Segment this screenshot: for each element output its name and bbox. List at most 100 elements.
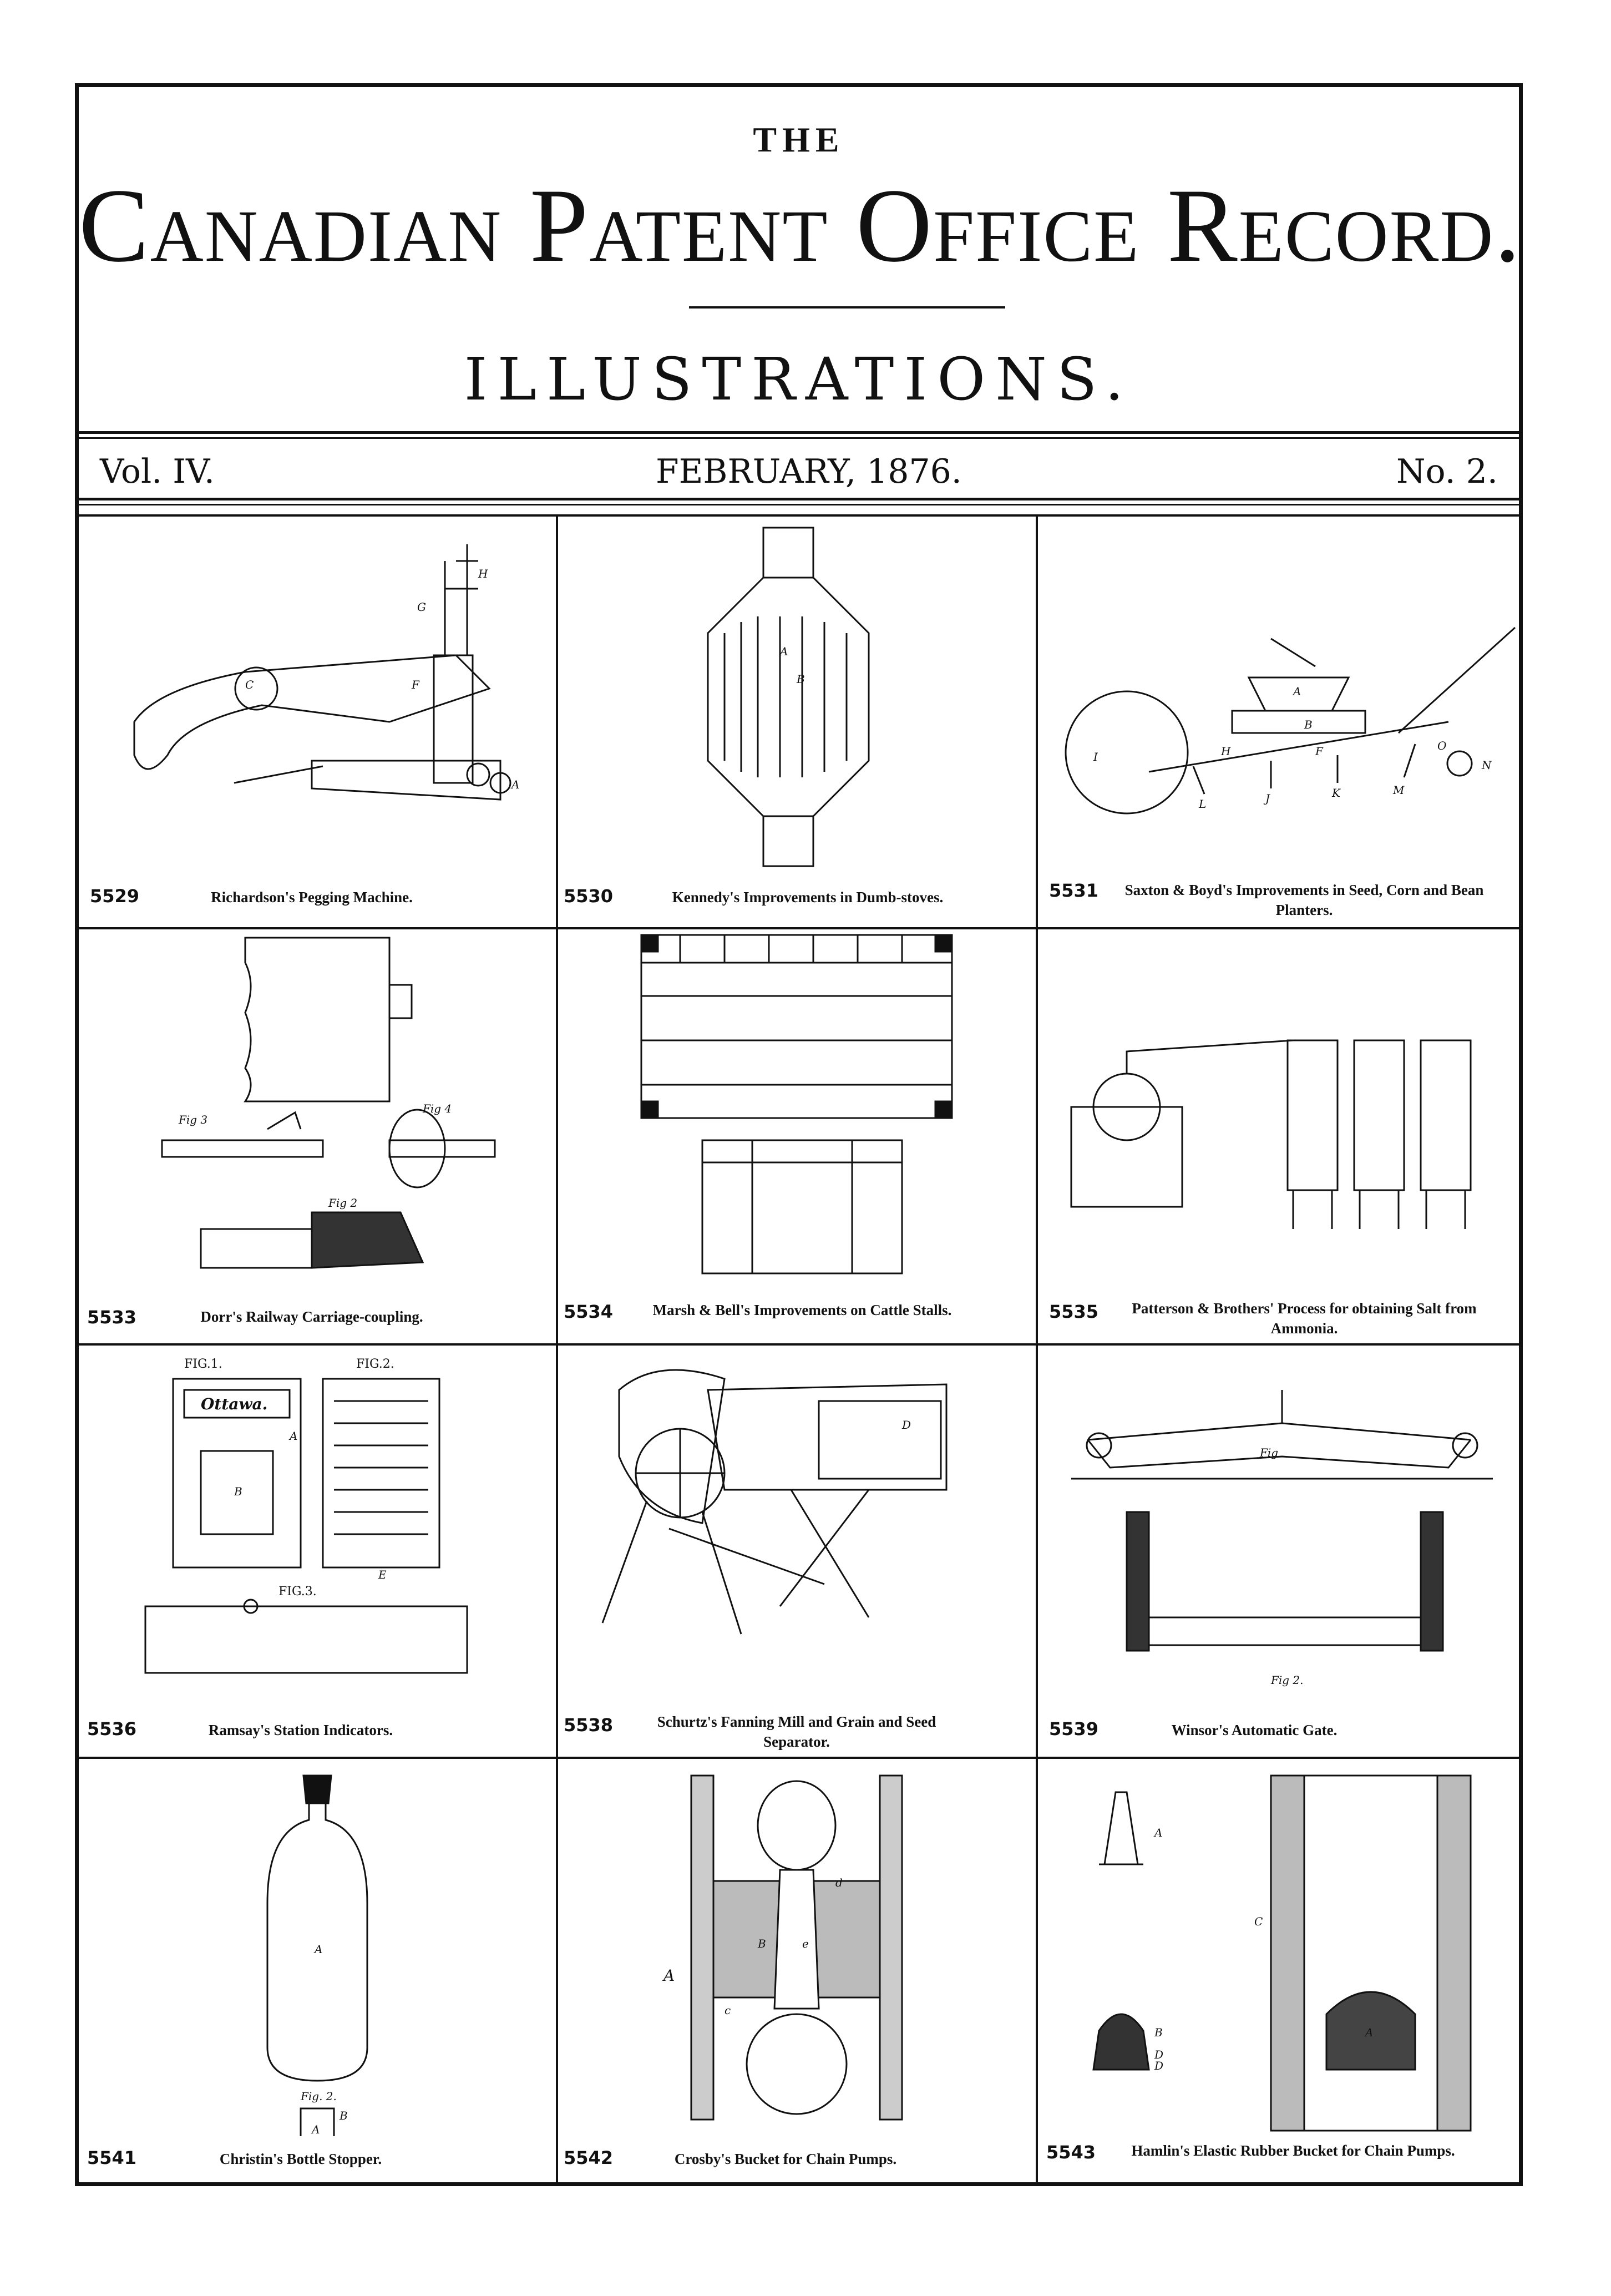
drawing-label: B: [339, 2109, 348, 2122]
drawing-label: A: [1153, 1826, 1162, 1839]
drawing-label: Fig 2.: [1270, 1673, 1304, 1687]
illustration-cell: Fig Fig 2. 5539 Winsor's Automatic Gate.: [1038, 1346, 1519, 1757]
illustration-caption: Patterson & Brothers' Process for obtain…: [1132, 1300, 1477, 1337]
illustration-cell: A C B D D A 5543 Hamlin's Elastic Rubber…: [1038, 1759, 1519, 2184]
illustration-caption: Saxton & Boyd's Improvements in Seed, Co…: [1124, 882, 1484, 919]
volume-label: Vol. IV.: [100, 452, 215, 491]
drawing-label: B: [1304, 718, 1313, 731]
patent-number: 5534: [564, 1301, 614, 1322]
carriage-coupling-drawing: Fig 3 Fig 4 Fig 2: [161, 937, 496, 1269]
column-divider: [556, 517, 558, 2182]
drawing-label: A: [510, 778, 519, 791]
fanning-mill-drawing: D: [601, 1369, 948, 1635]
drawing-label: A: [1364, 2026, 1373, 2039]
drawing-label: FIG.1.: [184, 1357, 222, 1371]
automatic-gate-drawing: Fig Fig 2.: [1071, 1390, 1493, 1687]
drawing-label: Fig. 2.: [300, 2090, 337, 2103]
issue-number: No. 2.: [1396, 452, 1498, 491]
drawing-label: D: [901, 1418, 911, 1432]
illustration-cell: 5535 Patterson & Brothers' Process for o…: [1038, 929, 1519, 1343]
chain-pump-bucket-drawing: B e d A c: [662, 1774, 903, 2121]
drawing-label: C: [245, 678, 254, 691]
illustration-caption: Kennedy's Improvements in Dumb-stoves.: [672, 889, 944, 906]
row-divider: [79, 927, 1519, 929]
drawing-label: I: [1093, 750, 1098, 763]
drawing-label: e: [802, 1937, 809, 1950]
drawing-label: D: [1154, 2048, 1163, 2061]
column-divider: [1036, 517, 1038, 2182]
drawing-label: A: [662, 1966, 675, 1985]
illustration-caption: Ramsay's Station Indicators.: [208, 1722, 393, 1738]
drawing-label: O: [1437, 739, 1446, 752]
pegging-machine-drawing: H G F C A: [133, 544, 519, 801]
bottle-stopper-drawing: A Fig. 2. B A: [266, 1774, 368, 2136]
drawing-label: D: [1154, 2059, 1163, 2072]
patent-number: 5542: [564, 2147, 614, 2168]
drawing-label: E: [378, 1568, 387, 1581]
drawing-label: Fig 2: [328, 1196, 357, 1210]
masthead-the: THE: [753, 120, 845, 159]
row-divider: [79, 1757, 1519, 1759]
drawing-label: A: [288, 1429, 297, 1443]
illustration-cell: Fig 3 Fig 4 Fig 2 5533 Dorr's Railway Ca…: [79, 929, 556, 1343]
drawing-label: B: [234, 1485, 242, 1498]
illustration-cell: H G F C A 5529 Richardson's Pegging Mach…: [79, 517, 556, 927]
drawing-label: B: [796, 672, 805, 686]
drawing-label: M: [1392, 783, 1405, 797]
masthead-rule: [689, 306, 1005, 309]
masthead-subtitle: ILLUSTRATIONS.: [464, 345, 1134, 413]
patent-number: 5531: [1049, 880, 1099, 901]
illustration-caption: Dorr's Railway Carriage-coupling.: [200, 1308, 423, 1325]
drawing-label: A: [779, 645, 788, 658]
illustration-cell: 5534 Marsh & Bell's Improvements on Catt…: [558, 929, 1036, 1343]
patent-number: 5533: [87, 1307, 137, 1328]
station-indicator-drawing: FIG.1. FIG.2. FIG.3. Ottawa. A B E: [144, 1357, 468, 1674]
seed-planter-drawing: A B I H F L J K M O N: [1065, 626, 1516, 815]
drawing-label: H: [1220, 745, 1231, 758]
drawing-label: K: [1331, 786, 1341, 800]
illustration-caption: Christin's Bottle Stopper.: [219, 2151, 382, 2167]
illustration-cell: A Fig. 2. B A 5541 Christin's Bottle Sto…: [79, 1759, 556, 2184]
drawing-label: A: [311, 2123, 320, 2136]
patent-number: 5529: [90, 886, 140, 907]
dumb-stove-drawing: A B: [707, 527, 870, 867]
double-rule-bottom: [79, 498, 1519, 505]
illustration-caption: Winsor's Automatic Gate.: [1171, 1722, 1338, 1738]
cattle-stall-drawing: [640, 934, 953, 1275]
drawing-label: G: [417, 600, 426, 614]
drawing-label: FIG.3.: [278, 1585, 317, 1599]
drawing-label: J: [1263, 792, 1270, 805]
illustration-caption: Crosby's Bucket for Chain Pumps.: [674, 2151, 897, 2167]
patent-number: 5538: [564, 1715, 614, 1736]
drawing-label: B: [1154, 2026, 1163, 2039]
patent-number: 5543: [1046, 2142, 1096, 2163]
drawing-label: N: [1481, 758, 1492, 772]
row-divider: [79, 1343, 1519, 1346]
drawing-label: B: [757, 1937, 766, 1950]
page-frame: THE Canadian Patent Office Record. ILLUS…: [75, 83, 1523, 2186]
illustration-cell: A B I H F L J K M O N 5531 Saxton & Boyd…: [1038, 517, 1519, 927]
drawing-label: F: [1315, 745, 1324, 758]
drawing-label: Fig 3: [178, 1113, 207, 1126]
patent-number: 5536: [87, 1718, 137, 1739]
drawing-label: C: [1254, 1915, 1263, 1928]
illustration-caption: Hamlin's Elastic Rubber Bucket for Chain…: [1131, 2142, 1455, 2159]
drawing-label: L: [1198, 797, 1206, 811]
masthead-title: Canadian Patent Office Record.: [79, 168, 1522, 284]
patent-number: 5535: [1049, 1301, 1099, 1322]
drawing-label: Ottawa.: [201, 1395, 267, 1413]
patent-number: 5530: [564, 886, 614, 907]
illustration-cell: D 5538 Schurtz's Fanning Mill and Grain …: [558, 1346, 1036, 1757]
issue-date: FEBRUARY, 1876.: [656, 452, 962, 491]
double-rule-top: [79, 431, 1519, 439]
drawing-label: Fig: [1259, 1446, 1278, 1459]
drawing-label: A: [313, 1943, 322, 1956]
drawing-label: FIG.2.: [356, 1357, 394, 1371]
drawing-label: A: [1292, 685, 1301, 698]
illustration-grid: H G F C A 5529 Richardson's Pegging Mach…: [79, 514, 1519, 2182]
illustration-caption: Marsh & Bell's Improvements on Cattle St…: [652, 1302, 952, 1318]
illustration-cell: B e d A c 5542 Crosby's Bucket for Chain…: [558, 1759, 1036, 2184]
drawing-label: F: [411, 678, 420, 691]
illustration-cell: A B 5530 Kennedy's Improvements in Dumb-…: [558, 517, 1036, 927]
drawing-label: c: [725, 2004, 731, 2017]
